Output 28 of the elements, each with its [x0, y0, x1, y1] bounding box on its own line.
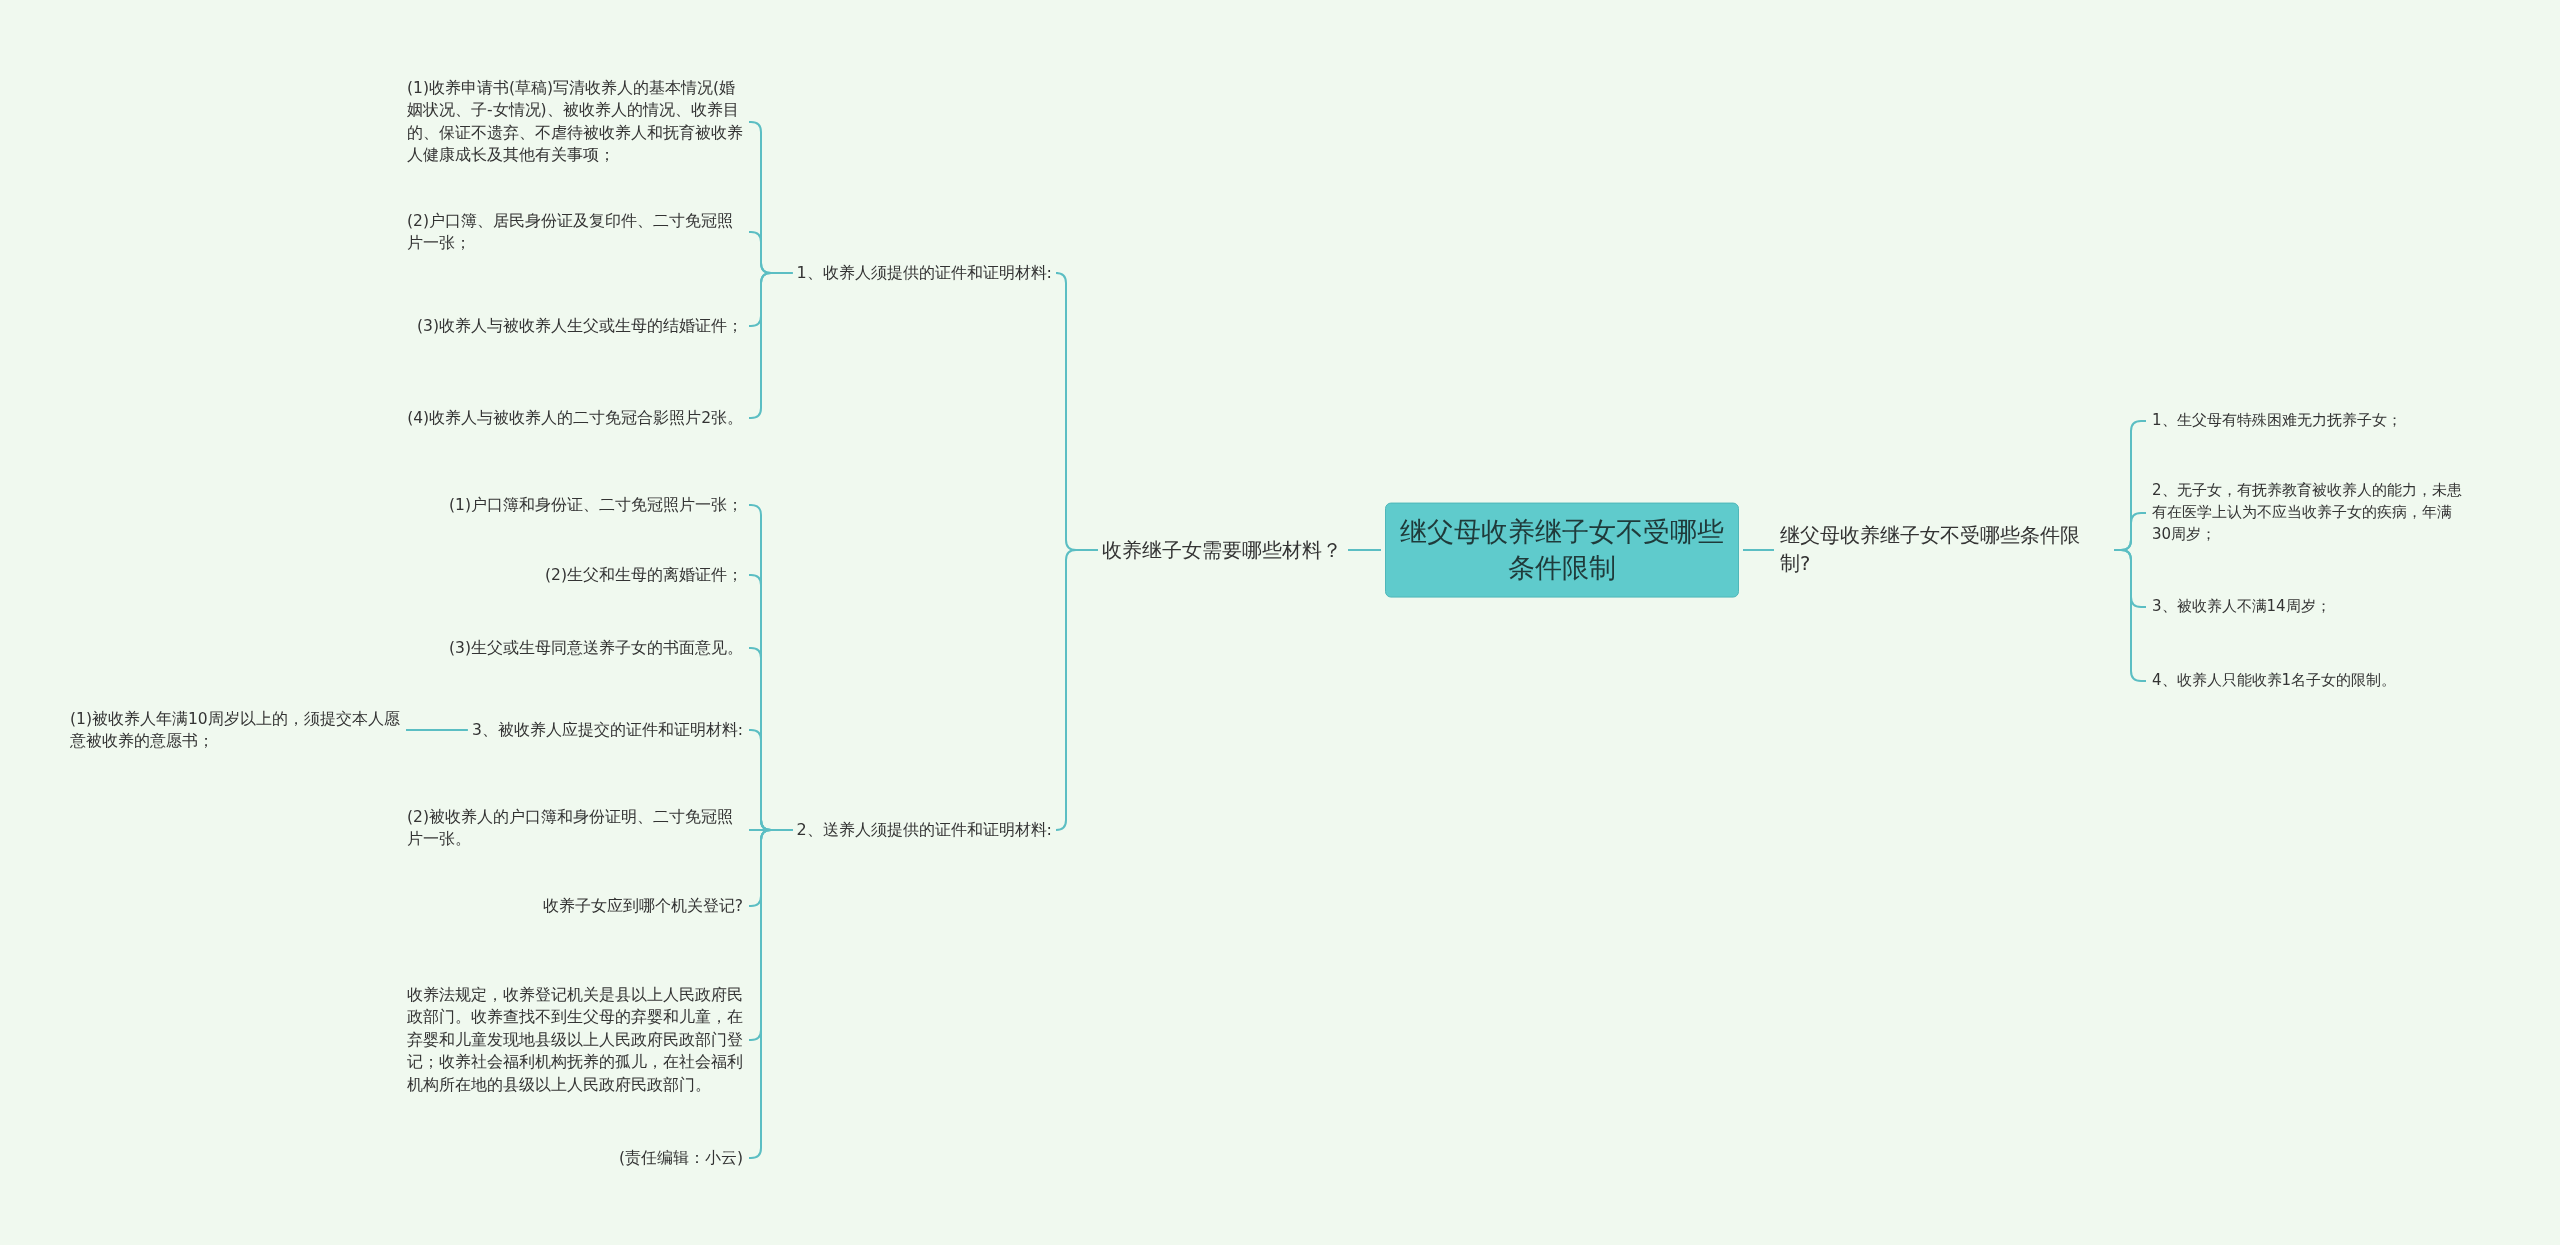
- topic-text: (2)生父和生母的离婚证件；: [545, 563, 743, 587]
- topic-text: 1、收养人须提供的证件和证明材料:: [796, 261, 1052, 285]
- connector-line: [1742, 549, 1775, 551]
- topic-text: (1)被收养人年满10周岁以上的，须提交本人愿意被收养的意愿书；: [70, 707, 400, 753]
- topic-text: 2、无子女，有抚养教育被收养人的能力，未患有在医学上认为不应当收养子女的疾病，年满30周岁；: [2152, 480, 2462, 546]
- topic-text: (1)户口簿和身份证、二寸免冠照片一张；: [449, 493, 743, 517]
- connector-line: [1347, 549, 1382, 551]
- connector-line: [748, 829, 794, 1159]
- topic-text: 收养继子女需要哪些材料？: [1102, 535, 1342, 565]
- topic-text: (责任编辑：小云): [618, 1146, 743, 1170]
- topic-text: 收养子女应到哪个机关登记?: [542, 894, 743, 918]
- topic-text: 3、被收养人应提交的证件和证明材料:: [471, 718, 743, 742]
- topic-text: (2)被收养人的户口簿和身份证明、二寸免冠照片一张。: [407, 805, 743, 851]
- connector-line: [1055, 549, 1099, 831]
- connector-line: [748, 272, 794, 419]
- topic-text: 1、生父母有特殊困难无力抚养子女；: [2152, 410, 2402, 432]
- topic-text: (3)收养人与被收养人生父或生母的结婚证件；: [417, 314, 743, 338]
- topic-text: (3)生父或生母同意送养子女的书面意见。: [449, 636, 743, 660]
- connector-line: [405, 729, 469, 731]
- topic-text: (1)收养申请书(草稿)写清收养人的基本情况(婚姻状况、子-女情况)、被收养人的情况、收养目的、保证不遗弃、不虐待被收养人和抚育被收养人健康成长及其他有关事项；: [407, 77, 743, 167]
- topic-text: 收养法规定，收养登记机关是县以上人民政府民政部门。收养查找不到生父母的弃婴和儿童，在弃婴和儿童发现地县级以上人民政府民政部门登记；收养社会福利机构抚养的孤儿，在社会福利机构所在地的县级以上人民政府民政部门。: [407, 983, 743, 1097]
- topic-text: 3、被收养人不满14周岁；: [2152, 596, 2331, 618]
- topic-text: (2)户口簿、居民身份证及复印件、二寸免冠照片一张；: [407, 209, 743, 255]
- topic-text: (4)收养人与被收养人的二寸免冠合影照片2张。: [407, 406, 743, 430]
- central-topic-box: 继父母收养继子女不受哪些条件限制: [1385, 502, 1739, 598]
- topic-text: 继父母收养继子女不受哪些条件限制?: [1780, 521, 2110, 579]
- topic-text: 2、送养人须提供的证件和证明材料:: [796, 818, 1052, 842]
- topic-text: 4、收养人只能收养1名子女的限制。: [2152, 670, 2397, 692]
